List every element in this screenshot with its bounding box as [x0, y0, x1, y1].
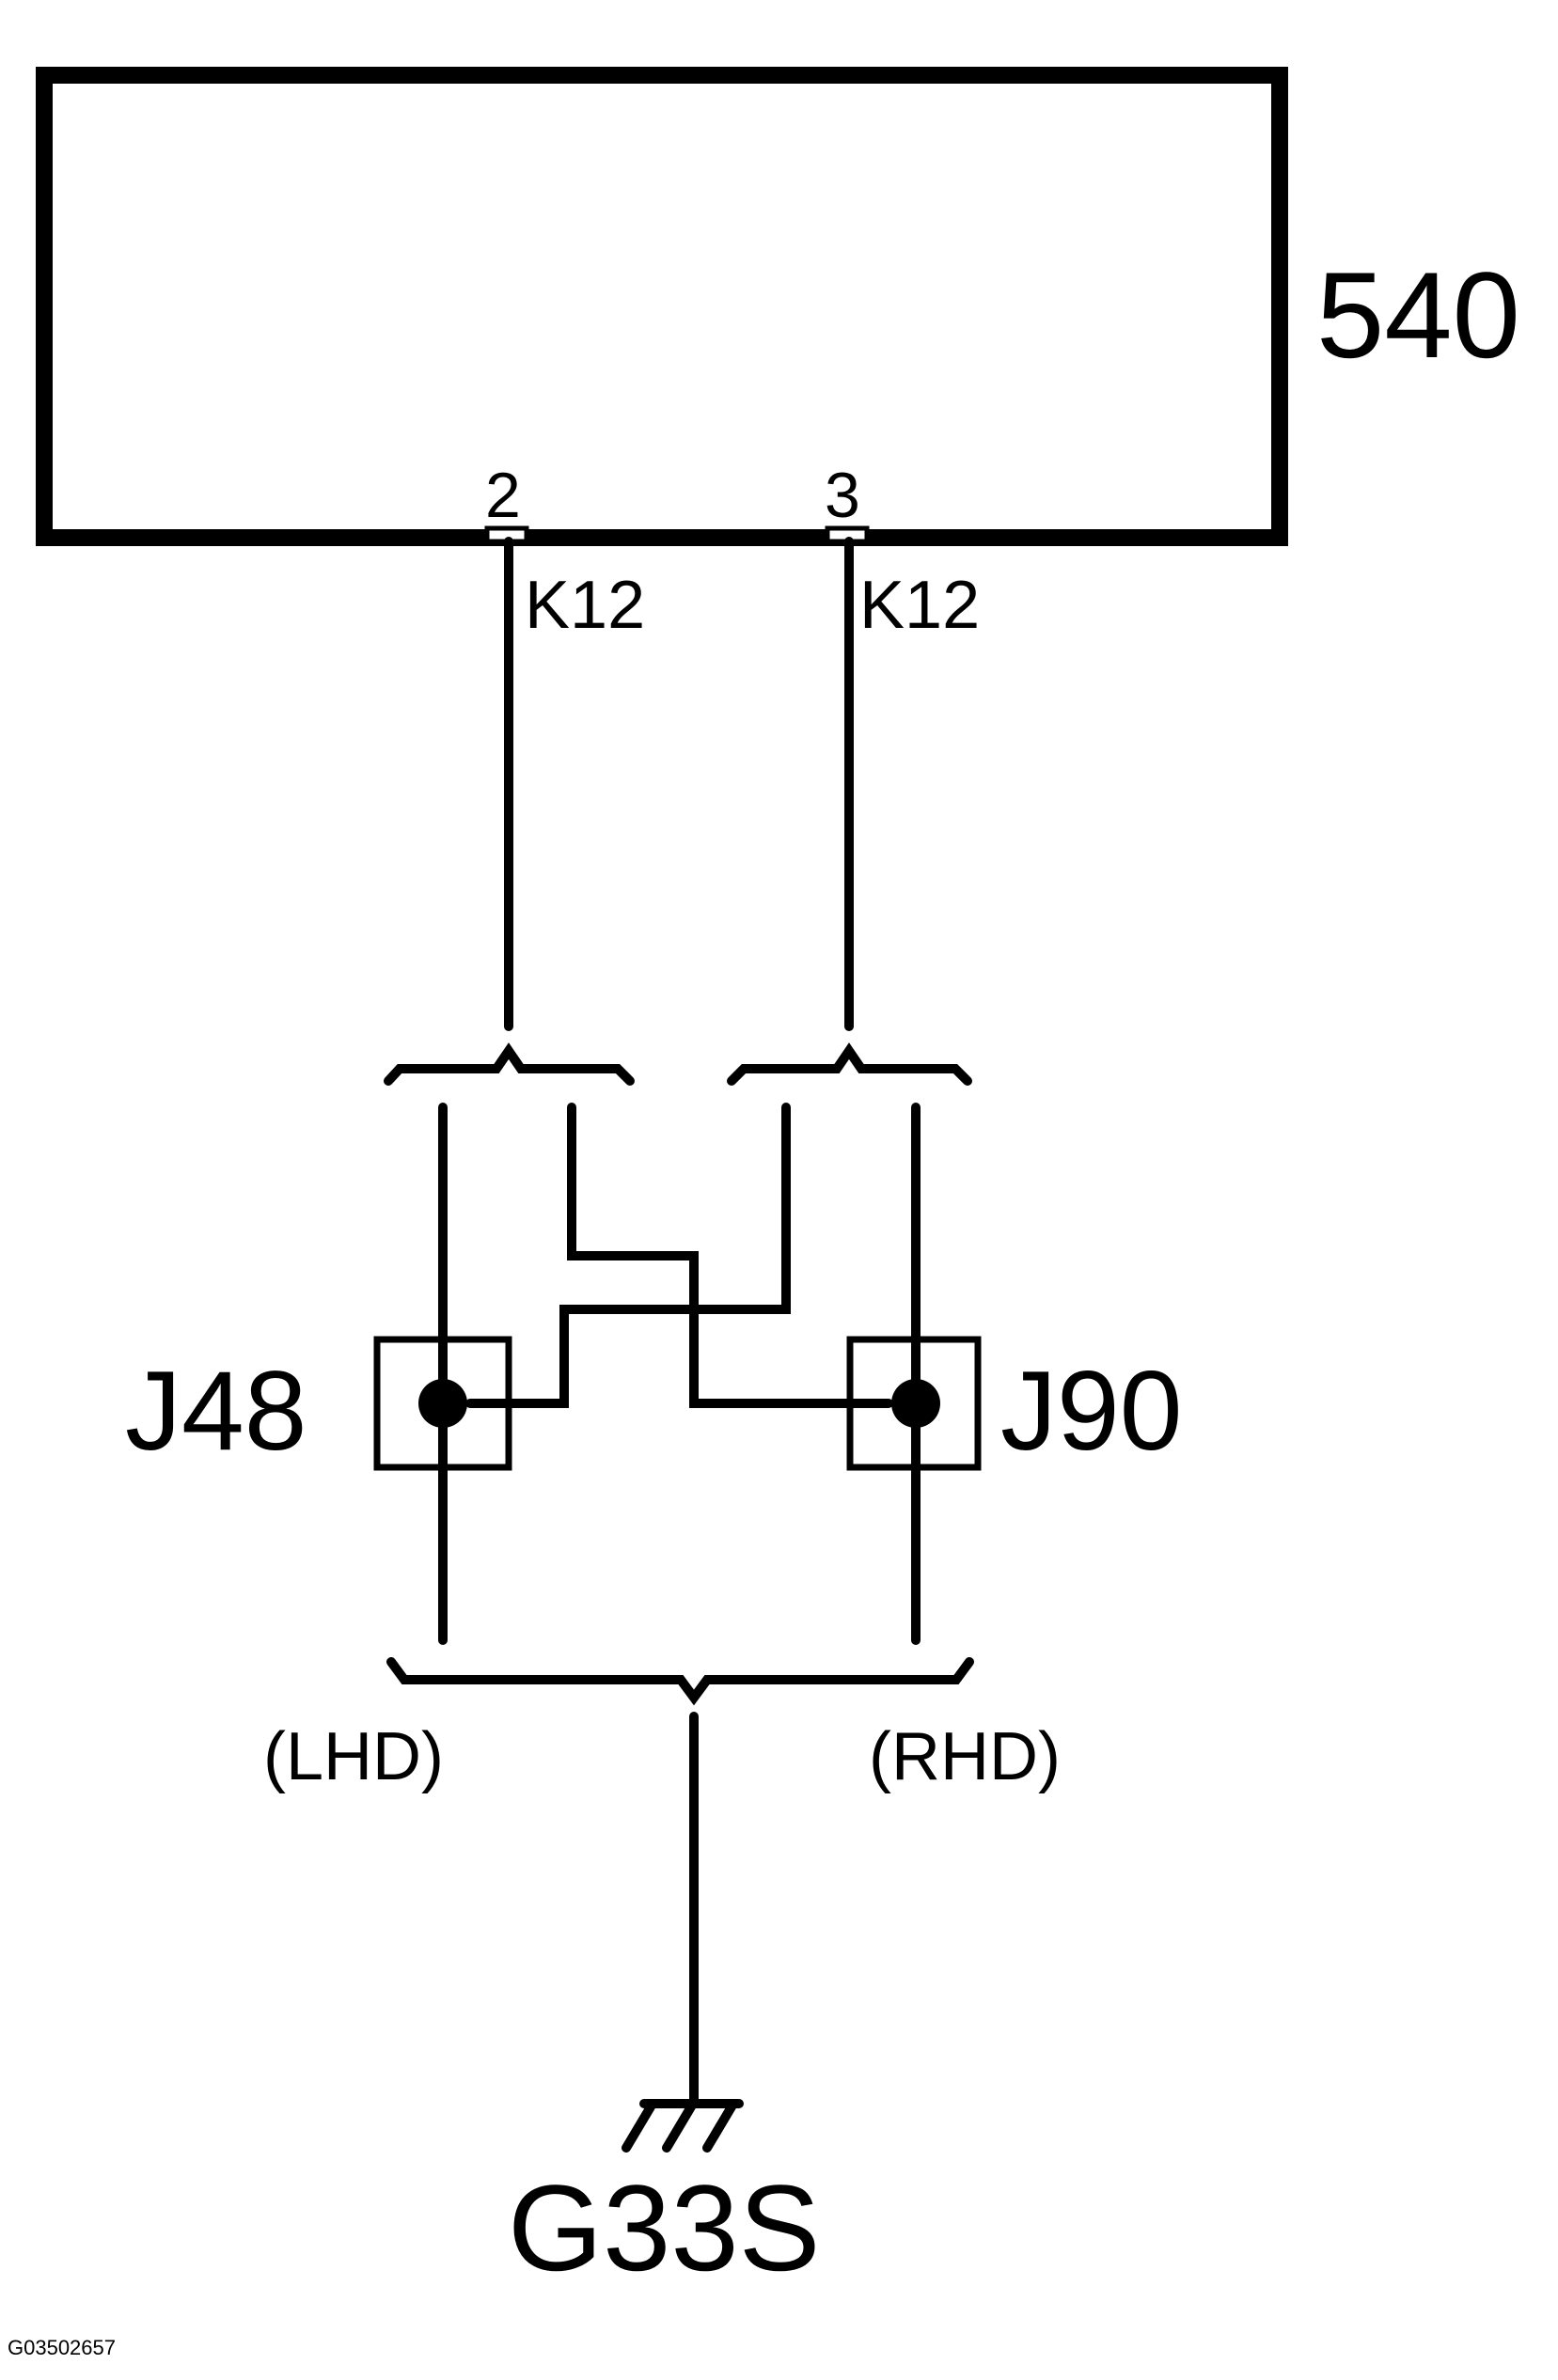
brace-left	[384, 1042, 635, 1086]
brace-right	[727, 1042, 972, 1086]
crossover-to-j90	[567, 1103, 893, 1408]
variant-rhd-label: (RHD)	[869, 1719, 1061, 1794]
splice-j90-box	[846, 1336, 982, 1471]
splice-j48-dot	[418, 1379, 467, 1428]
brace-bottom	[386, 1657, 974, 1706]
crossover-to-j48	[465, 1103, 791, 1408]
pin-2-number: 2	[485, 460, 521, 531]
module-540-box	[36, 67, 1288, 546]
pin-3-number: 3	[825, 460, 860, 531]
splice-j90-label: J90	[1000, 1348, 1182, 1474]
pin-3-circuit: K12	[859, 568, 980, 643]
ground-icon	[622, 2099, 744, 2153]
module-label: 540	[1316, 246, 1520, 384]
splice-j48-box	[373, 1336, 512, 1471]
variant-lhd-label: (LHD)	[263, 1719, 444, 1794]
ground-label: G33S	[508, 2159, 820, 2296]
pin-2-circuit: K12	[525, 568, 645, 643]
figure-id: G03502657	[8, 2336, 116, 2359]
splice-j90-dot	[891, 1379, 940, 1428]
splice-j48-label: J48	[125, 1348, 307, 1474]
